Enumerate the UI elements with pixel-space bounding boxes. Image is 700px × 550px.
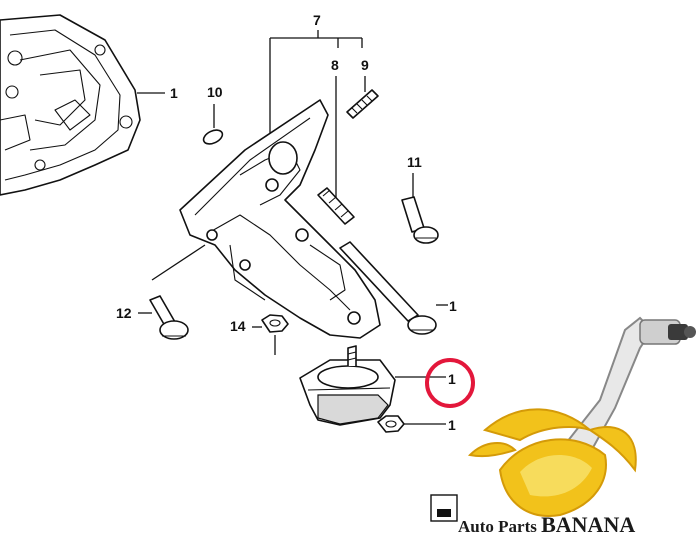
nut-14 <box>261 314 289 333</box>
callout-9: 9 <box>361 57 369 73</box>
stud-9 <box>346 89 379 119</box>
callout-8: 8 <box>331 57 339 73</box>
callout-10: 10 <box>207 84 223 100</box>
nut-mount <box>377 415 405 433</box>
engine-bracket <box>179 99 381 339</box>
callout-7: 7 <box>313 12 321 28</box>
highlight-ring <box>425 358 475 408</box>
engine-mount <box>299 345 396 426</box>
callout-12: 12 <box>116 305 132 321</box>
banana-logo-icon <box>467 408 637 517</box>
bolt-12 <box>149 295 189 340</box>
stud-8 <box>317 187 355 225</box>
callout-14: 14 <box>230 318 246 334</box>
callout-mount: 1 <box>448 371 456 387</box>
bolt-long <box>339 241 437 335</box>
callout-11: 11 <box>407 154 422 170</box>
callout-gearbox: 1 <box>170 85 178 101</box>
callout-nut: 1 <box>448 417 456 433</box>
gearbox-housing <box>0 14 141 196</box>
bolt-11 <box>401 196 439 244</box>
washer-10 <box>202 129 224 145</box>
diagram-mark-icon <box>430 494 458 522</box>
watermark-brand: Auto Parts BANANA <box>458 512 635 537</box>
callout-bracket: 1 <box>449 298 457 314</box>
